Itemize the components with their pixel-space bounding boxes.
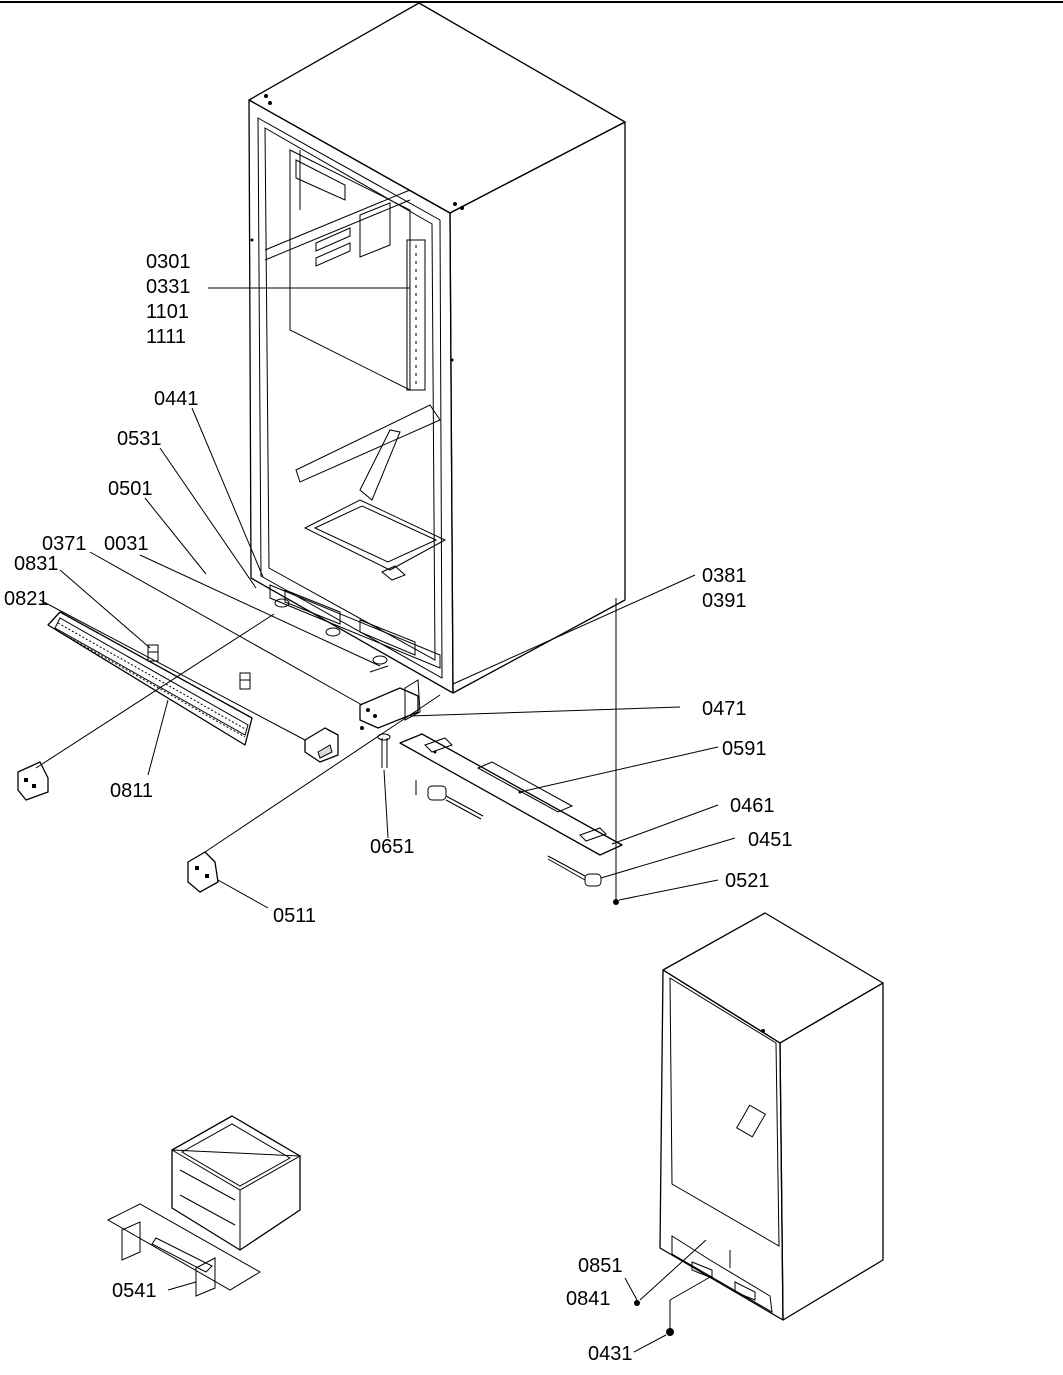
callout-0831: 0831 xyxy=(14,553,59,575)
base-grille xyxy=(47,611,253,746)
grille-clip-left xyxy=(147,644,159,662)
grille-clip-right xyxy=(239,672,251,690)
hinge-bracket-left xyxy=(17,761,49,801)
callout-0511: 0511 xyxy=(273,905,316,927)
tray-base-plate xyxy=(106,1203,261,1297)
callout-1101: 1101 xyxy=(146,301,189,323)
callout-0031: 0031 xyxy=(104,533,149,555)
rear-roller xyxy=(547,855,602,887)
main-cabinet xyxy=(248,2,626,694)
callout-0531: 0531 xyxy=(117,428,162,450)
callout-0441: 0441 xyxy=(154,388,199,410)
rail-roller xyxy=(415,780,484,820)
callout-0461: 0461 xyxy=(730,795,775,817)
compressor-tray xyxy=(171,1115,302,1251)
callout-0841: 0841 xyxy=(566,1288,611,1310)
callout-0541: 0541 xyxy=(112,1280,157,1302)
callout-0451: 0451 xyxy=(748,829,793,851)
callout-0501: 0501 xyxy=(108,478,153,500)
callout-0591: 0591 xyxy=(722,738,767,760)
callout-0471: 0471 xyxy=(702,698,747,720)
screw-0521 xyxy=(613,899,619,905)
bottom-hinge-assembly xyxy=(359,665,421,730)
callout-0431: 0431 xyxy=(588,1343,633,1365)
callout-0301: 0301 xyxy=(146,251,191,273)
leader-lines xyxy=(35,287,736,1353)
callout-0821: 0821 xyxy=(4,588,49,610)
callout-1111: 1111 xyxy=(146,326,186,348)
callout-0851: 0851 xyxy=(578,1255,623,1277)
kickplate-bracket xyxy=(304,727,339,763)
callout-0371: 0371 xyxy=(42,533,87,555)
foot-0431 xyxy=(666,1328,674,1336)
callout-0521: 0521 xyxy=(725,870,770,892)
bottom-support-rail xyxy=(399,733,623,856)
callout-0331: 0331 xyxy=(146,276,191,298)
screw-0841 xyxy=(634,1300,640,1306)
lower-hinge xyxy=(187,851,219,893)
callout-0811: 0811 xyxy=(110,780,153,802)
callout-0391: 0391 xyxy=(702,590,747,612)
callout-0381: 0381 xyxy=(702,565,747,587)
callout-0651: 0651 xyxy=(370,836,415,858)
rear-cabinet xyxy=(659,912,884,1321)
leveling-leg xyxy=(377,733,391,768)
